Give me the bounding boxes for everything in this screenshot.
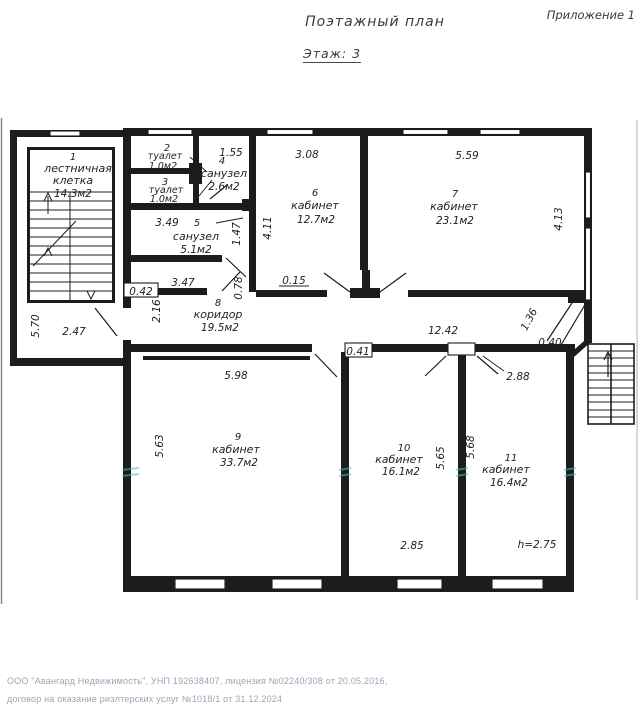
footer-agency-line: ООО "Авангард Недвижимость", УНП 1926384… bbox=[7, 676, 388, 686]
room-5-number: 5 bbox=[194, 218, 200, 229]
dim-2-47: 2.47 bbox=[62, 326, 86, 338]
room-1-number: 1 bbox=[70, 152, 76, 163]
dim-4-11: 4.11 bbox=[262, 216, 274, 239]
dim-2-16: 2.16 bbox=[151, 299, 163, 323]
dim-0-42: 0.42 bbox=[129, 286, 153, 298]
room-1-name: лестничная bbox=[43, 162, 112, 175]
room-5-name: санузел bbox=[173, 230, 219, 243]
room-7-area: 23.1м2 bbox=[436, 215, 474, 227]
room-1-area: 14.3м2 bbox=[54, 188, 92, 200]
dim-0-41: 0.41 bbox=[346, 346, 369, 358]
appendix-label: Приложение 1 bbox=[546, 8, 635, 22]
room-9-name: кабинет bbox=[212, 443, 260, 456]
room-4-number: 4 bbox=[219, 156, 225, 167]
walls bbox=[10, 128, 592, 592]
room-10-name: кабинет bbox=[375, 453, 423, 466]
room-8-number: 8 bbox=[215, 298, 221, 309]
room-3-number: 3 bbox=[162, 177, 168, 188]
room-7-number: 7 bbox=[452, 189, 459, 200]
dim-3-49: 3.49 bbox=[155, 217, 179, 229]
room-7-name: кабинет bbox=[430, 200, 478, 213]
dim-3-08: 3.08 bbox=[295, 149, 319, 161]
external-stairs bbox=[587, 343, 635, 425]
room-2-area: 1.0м2 bbox=[149, 161, 177, 172]
dim-1-36: 1.36 bbox=[519, 306, 541, 333]
room-1-name2: клетка bbox=[53, 174, 93, 187]
room-10-number: 10 bbox=[398, 443, 411, 454]
dim-2-85: 2.85 bbox=[400, 540, 424, 552]
room-8-name: коридор bbox=[194, 308, 243, 321]
dim-12-42: 12.42 bbox=[428, 325, 458, 337]
leader-lines bbox=[189, 156, 566, 372]
room-9-area: 33.7м2 bbox=[220, 457, 258, 469]
room-10-area: 16.1м2 bbox=[382, 466, 420, 478]
dim-3-47: 3.47 bbox=[171, 277, 195, 289]
room-8-area: 19.5м2 bbox=[201, 322, 239, 334]
room-5-area: 5.1м2 bbox=[180, 244, 212, 256]
room-2-number: 2 bbox=[164, 143, 170, 154]
dim-ceiling-height: h=2.75 bbox=[518, 539, 557, 551]
footer-contract-line: договор на оказание риэлтерских услуг №1… bbox=[7, 694, 283, 704]
dim-0-15: 0.15 bbox=[282, 275, 306, 287]
room-6-area: 12.7м2 bbox=[297, 214, 335, 226]
windows bbox=[49, 128, 592, 590]
room-6-name: кабинет bbox=[291, 199, 339, 212]
room-11-name: кабинет bbox=[482, 463, 530, 476]
page-title: Поэтажный план bbox=[305, 14, 445, 30]
dim-5-70: 5.70 bbox=[30, 314, 42, 338]
dim-5-68: 5.68 bbox=[465, 435, 477, 459]
dim-4-13: 4.13 bbox=[553, 207, 565, 230]
dim-0-40: 0.40 bbox=[538, 337, 562, 349]
door-swings bbox=[94, 184, 587, 378]
floor-label: Этаж: 3 bbox=[303, 46, 362, 63]
room-4-name: санузел bbox=[201, 167, 247, 180]
dim-5-98: 5.98 bbox=[224, 370, 248, 382]
dim-0-78: 0.78 bbox=[233, 276, 245, 300]
room-11-number: 11 bbox=[505, 453, 518, 464]
dim-5-59: 5.59 bbox=[455, 150, 479, 162]
room-11-area: 16.4м2 bbox=[490, 477, 528, 489]
room-3-name: туалет bbox=[149, 185, 184, 196]
dim-2-88: 2.88 bbox=[506, 371, 530, 383]
room-3-area: 1.0м2 bbox=[150, 194, 178, 205]
dim-5-63: 5.63 bbox=[154, 434, 166, 457]
sheet-frame bbox=[0, 118, 638, 604]
room-2-name: туалет bbox=[148, 151, 183, 162]
staircase-treads bbox=[30, 191, 112, 301]
room-4-area: 2.6м2 bbox=[208, 181, 240, 193]
dim-5-65: 5.65 bbox=[435, 446, 447, 470]
dim-1-47: 1.47 bbox=[231, 222, 243, 246]
room-6-number: 6 bbox=[312, 188, 318, 199]
room-9-number: 9 bbox=[235, 432, 241, 443]
dim-1-55: 1.55 bbox=[219, 147, 243, 159]
wall-break-marks bbox=[121, 467, 577, 477]
